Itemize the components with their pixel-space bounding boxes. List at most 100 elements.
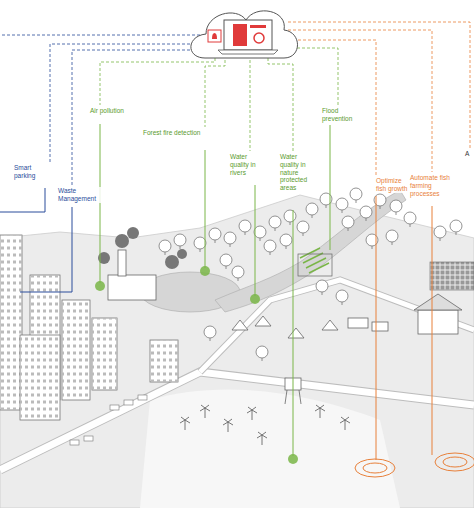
tree xyxy=(336,198,348,213)
building xyxy=(62,300,90,400)
car xyxy=(124,400,133,405)
leader-line xyxy=(0,35,205,36)
car xyxy=(110,405,119,410)
callout-label: Waste Management xyxy=(58,187,110,203)
alert-bell xyxy=(212,33,217,39)
smoke xyxy=(127,227,139,239)
tree xyxy=(336,290,348,305)
building xyxy=(0,235,22,410)
tree xyxy=(306,203,318,218)
leader-line xyxy=(205,150,206,268)
building-windows xyxy=(0,235,22,410)
building xyxy=(92,318,117,390)
leader-line xyxy=(288,22,470,148)
leader-line xyxy=(255,185,256,296)
car xyxy=(84,436,93,441)
tent xyxy=(288,328,304,338)
callout-label: A xyxy=(465,150,474,158)
tree xyxy=(269,216,281,231)
palm-tree xyxy=(223,419,233,432)
smoke xyxy=(115,234,129,248)
palm-tree xyxy=(340,417,350,430)
building-windows xyxy=(92,318,117,390)
callout-label: Flood prevention xyxy=(322,107,366,123)
tree xyxy=(404,212,416,227)
tree xyxy=(390,200,402,215)
fish-farm xyxy=(355,459,395,477)
tree xyxy=(434,226,446,241)
palm-tree xyxy=(180,417,190,430)
callout-label: Air pollution xyxy=(90,107,124,115)
leader-line xyxy=(205,60,225,127)
fish-farm xyxy=(363,463,387,473)
beach xyxy=(140,390,400,508)
callout-label: Optimize fish growth xyxy=(376,177,408,193)
house-roof xyxy=(414,294,462,310)
car xyxy=(138,395,147,400)
tree xyxy=(350,188,362,203)
tree xyxy=(342,216,354,231)
alert-window xyxy=(208,30,221,42)
palm-tree xyxy=(200,405,210,418)
callout-label: Forest fire detection xyxy=(143,129,201,137)
leader-line xyxy=(330,125,331,250)
tree xyxy=(280,234,292,249)
car xyxy=(70,440,79,445)
laptop-screen xyxy=(224,20,272,50)
leader-line xyxy=(288,30,432,172)
dashboard-bar xyxy=(233,24,247,46)
leader-line xyxy=(268,58,293,151)
building xyxy=(150,340,178,382)
tree xyxy=(316,280,328,295)
fish-farm xyxy=(435,453,474,471)
chimney xyxy=(118,250,126,276)
factory xyxy=(108,275,156,300)
dashboard-gauge xyxy=(254,33,264,43)
camper-van xyxy=(348,318,368,328)
leader-line xyxy=(250,60,251,151)
tree xyxy=(239,220,251,235)
palm-tree xyxy=(315,405,325,418)
building-windows xyxy=(20,335,60,420)
palm-tree xyxy=(257,432,267,445)
flood-barrier-frame xyxy=(298,254,332,276)
callout-label: Water quality in nature protected areas xyxy=(280,153,316,192)
flood-barrier xyxy=(300,248,329,273)
tree xyxy=(209,228,221,243)
road xyxy=(200,280,474,372)
callout-label: Automate fish farming processes xyxy=(410,174,454,197)
tent xyxy=(232,320,248,330)
leader-line xyxy=(376,196,377,460)
leader-line xyxy=(72,50,205,185)
building xyxy=(20,335,60,420)
tree xyxy=(386,230,398,245)
solar-panels xyxy=(430,262,474,290)
building-windows xyxy=(62,300,90,400)
building-windows xyxy=(150,340,178,382)
tree xyxy=(264,240,276,255)
callout-label: Water quality in rivers xyxy=(230,153,264,176)
leader-line xyxy=(20,207,72,292)
leader-line xyxy=(100,58,215,105)
tree xyxy=(232,266,244,281)
tree xyxy=(204,326,216,341)
tree xyxy=(194,237,206,252)
tree xyxy=(254,226,266,241)
laptop-base xyxy=(218,50,278,54)
tree xyxy=(284,210,296,225)
leader-line xyxy=(432,206,433,455)
leader-line xyxy=(293,210,294,456)
smoke xyxy=(165,255,179,269)
tent xyxy=(322,320,338,330)
road-edge xyxy=(200,280,474,372)
sensor-dot xyxy=(95,281,105,291)
tent xyxy=(255,316,271,326)
leader-line xyxy=(0,188,45,212)
tree xyxy=(224,232,236,247)
tree xyxy=(256,346,268,361)
palm-tree xyxy=(247,407,257,420)
house xyxy=(418,310,458,334)
tree xyxy=(297,221,309,236)
